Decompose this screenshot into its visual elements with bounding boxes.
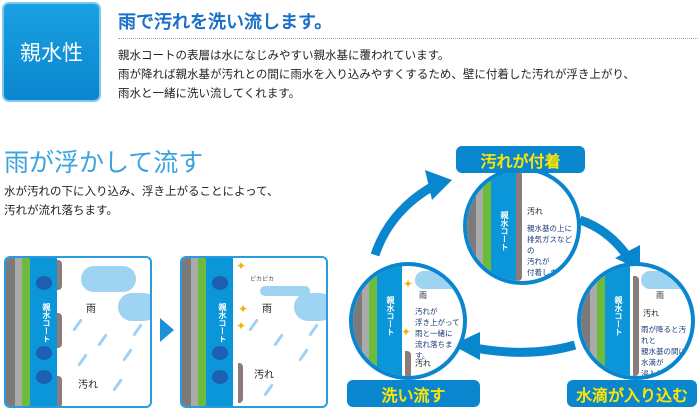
mascot-icon xyxy=(212,346,228,360)
step3-description: 汚れが浮き上がって雨と一緒に流れ落ちます。 xyxy=(415,307,460,360)
sparkle-icon: ✦ xyxy=(236,319,247,333)
dirt-label: 汚れ xyxy=(78,380,98,391)
divider xyxy=(118,38,698,39)
coat-label: 親水コート xyxy=(42,303,51,343)
intro-line: 雨水と一緒に洗い流してくれます。 xyxy=(118,86,301,100)
mascot-icon xyxy=(36,276,52,290)
step1-circle: 親水コート 汚れ 親水基の上に排気ガスなどの汚れが付着します。 xyxy=(463,167,581,285)
cloud-icon xyxy=(260,286,310,296)
sparkle-icon: ✦ xyxy=(403,277,414,291)
step1-description: 親水基の上に排気ガスなどの汚れが付着します。 xyxy=(527,224,572,277)
intro-text: 親水コートの表層は水になじみやすい親水基に覆われています。 雨が降れば親水基が汚… xyxy=(118,46,635,103)
step2-label: 水滴が入り込む xyxy=(567,380,697,407)
dirt-label: 汚れ xyxy=(254,370,274,381)
sparkle-icon: ✦ xyxy=(401,325,412,339)
coat-label: 親水コート xyxy=(614,296,623,336)
section-title: 雨が浮かして流す xyxy=(4,148,204,177)
intro-line: 親水コートの表層は水になじみやすい親水基に覆われています。 xyxy=(118,48,450,62)
sparkle-label: ピカピカ xyxy=(250,276,275,283)
coat-label: 親水コート xyxy=(386,296,395,336)
cloud-icon xyxy=(81,266,136,292)
intro-line: 雨が降れば親水基が汚れとの間に雨水を入り込みやすくするため、壁に付着した汚れが浮… xyxy=(118,67,635,81)
cloud-icon xyxy=(118,293,150,321)
dirt-label: 汚れ xyxy=(643,309,659,318)
section-line: 水が汚れの下に入り込み、浮き上がることによって、 xyxy=(4,184,279,198)
sparkle-icon: ✦ xyxy=(238,302,249,316)
cloud-icon xyxy=(415,271,463,289)
after-panel: 親水コート ✦ ピカピカ ✦ ✦ 雨 汚れ xyxy=(180,256,328,408)
mascot-icon xyxy=(36,346,52,360)
coat-label: 親水コート xyxy=(218,303,227,343)
dirt-label: 汚れ xyxy=(415,359,431,368)
next-arrow-icon xyxy=(160,318,174,342)
rain-label: 雨 xyxy=(262,304,272,315)
step1-label: 汚れが付着 xyxy=(456,146,585,173)
step2-circle: 親水コート 雨 汚れ 雨が降ると汚れと親水基の間に水滴が浸入します。 xyxy=(577,262,695,380)
rain-label: 雨 xyxy=(419,291,427,300)
dirt-label: 汚れ xyxy=(527,207,543,216)
step2-description: 雨が降ると汚れと親水基の間に水滴が浸入します。 xyxy=(641,325,686,378)
mascot-icon xyxy=(36,370,52,384)
sparkle-icon: ✦ xyxy=(236,259,247,273)
hydrophilic-badge: 親水性 xyxy=(2,2,101,102)
before-panel: 親水コート 雨 汚れ xyxy=(4,256,152,408)
step3-label: 洗い流す xyxy=(347,380,480,407)
rain-label: 雨 xyxy=(656,291,664,300)
page-title: 雨で汚れを洗い流します。 xyxy=(118,12,333,33)
coat-label: 親水コート xyxy=(500,211,509,251)
mascot-icon xyxy=(212,370,228,384)
cloud-icon xyxy=(641,271,691,289)
step3-circle: ✦ ✦ 親水コート 雨 汚れが浮き上がって雨と一緒に流れ落ちます。 汚れ xyxy=(349,262,467,380)
section-line: 汚れが流れ落ちます。 xyxy=(4,203,118,217)
section-text: 水が汚れの下に入り込み、浮き上がることによって、 汚れが流れ落ちます。 xyxy=(4,182,279,220)
cloud-icon xyxy=(294,293,326,321)
rain-label: 雨 xyxy=(86,304,96,315)
mascot-icon xyxy=(212,276,228,290)
